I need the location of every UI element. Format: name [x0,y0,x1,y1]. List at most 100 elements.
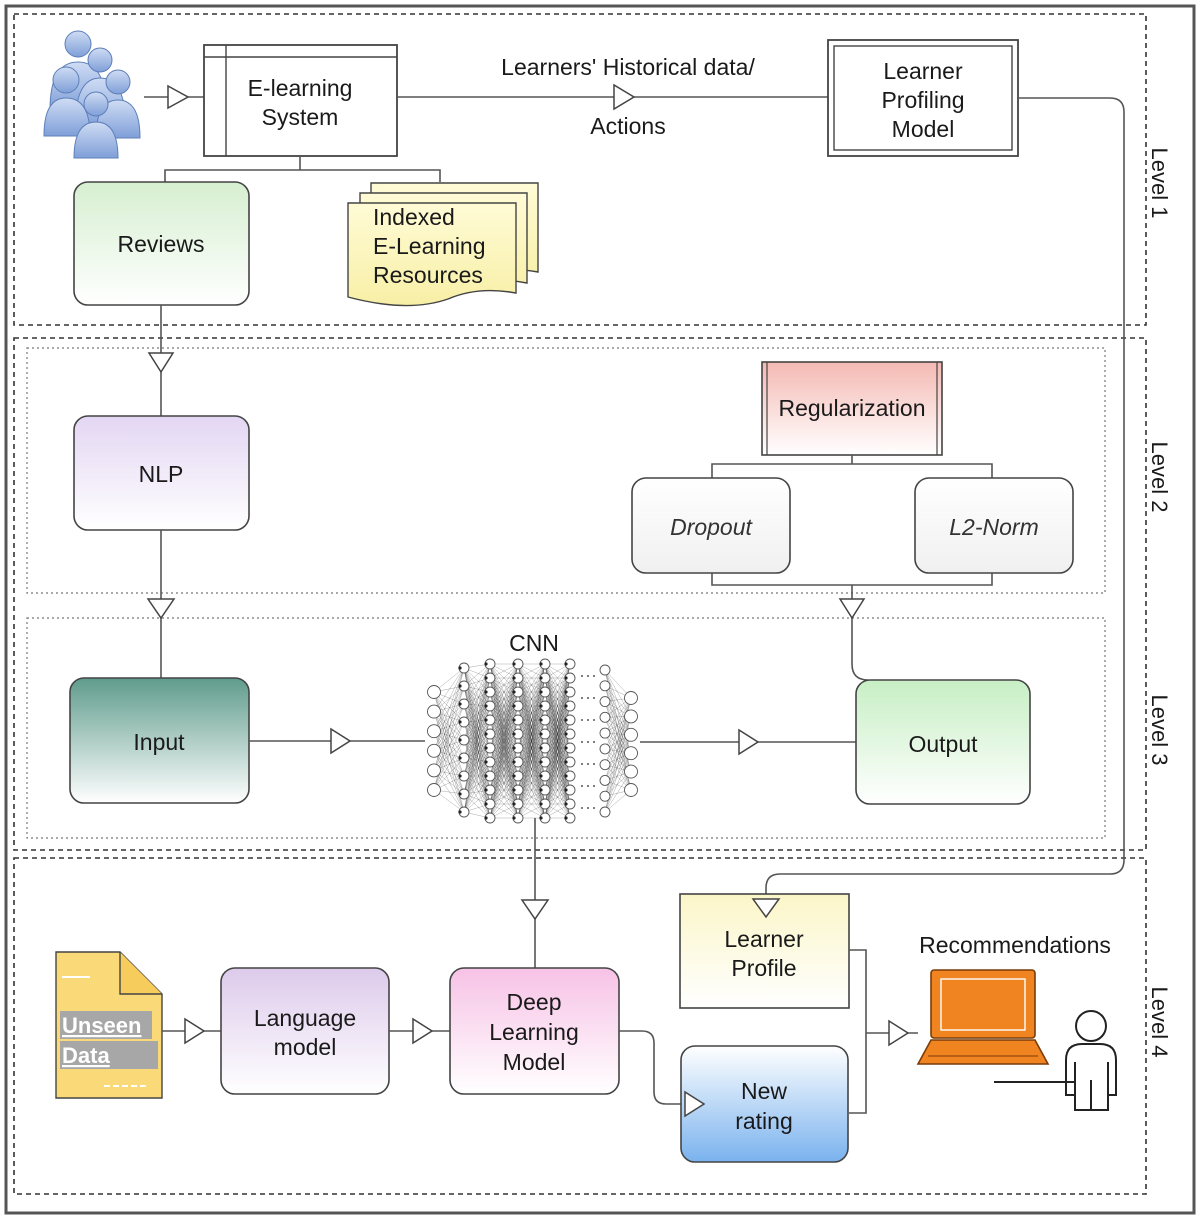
nn-node-dot [539,788,543,792]
nn-connection [489,663,519,805]
learner-profiling-label-3: Model [892,116,955,142]
nn-connection [463,761,491,795]
nn-node-dot [539,816,543,820]
nn-connection [517,663,546,777]
nn-connection [463,685,491,749]
nn-ellipsis-dot [593,763,595,765]
l2norm-box: L2-Norm [914,477,1074,574]
nn-connection [544,761,571,819]
nn-connection [604,716,632,765]
nn-node-dot [458,738,462,742]
nlp-label: NLP [139,461,184,487]
nn-connection [517,663,546,693]
nn-connection [463,761,491,813]
learner-profile-label-2: Profile [731,955,796,981]
nn-node [427,685,441,699]
reviews-box: Reviews [73,181,250,306]
connector-deep-rating [619,1030,682,1105]
nn-connection [489,663,519,693]
nn-connection [489,705,519,819]
nn-connection [604,717,632,791]
nn-connection [433,711,465,795]
nn-ellipsis-dot [587,763,589,765]
nn-node-dot [484,802,488,806]
nn-node [599,727,611,739]
nn-ellipsis-dot [593,741,595,743]
deep-learning-label-1: Deep [507,989,562,1015]
cnn-label: CNN [509,630,559,656]
nn-connection [433,711,465,759]
learner-profiling-label-1: Learner [883,58,963,84]
level-1-label: Level 1 [1147,148,1172,219]
input-label: Input [133,729,185,755]
arrow-language-deep [412,1017,434,1045]
nn-connection [463,719,491,777]
nn-node-dot [484,774,488,778]
nn-node [599,743,611,755]
nn-connection [463,775,491,819]
nn-connection [489,663,519,707]
language-model-box: Language model [220,967,390,1095]
nn-connection [517,677,546,819]
nn-ellipsis-dot [593,719,595,721]
nn-node [599,759,611,771]
nn-connection [517,663,546,721]
unseen-data-label-1: Unseen [62,1013,141,1038]
nn-connection [463,757,491,805]
nn-node [599,806,611,818]
nn-node-dot [512,690,516,694]
nn-node-dot [564,690,568,694]
nn-node-dot [512,788,516,792]
nn-connection [433,750,465,795]
nn-node-dot [512,746,516,750]
nn-node-dot [458,774,462,778]
nn-connection [463,663,491,795]
nn-connection [517,761,546,819]
nn-connection [463,757,491,819]
nn-node-dot [539,676,543,680]
nn-connection [433,739,465,771]
nn-connection [463,739,491,791]
person-icon [1065,1010,1117,1111]
nn-connection [517,691,546,819]
nn-connection [463,663,491,705]
level-3-label: Level 3 [1147,695,1172,766]
nn-node-dot [564,718,568,722]
dropout-box: Dropout [631,477,791,574]
nn-node-dot [539,746,543,750]
nn-node-dot [564,662,568,666]
nn-node-dot [564,774,568,778]
nn-node-dot [484,816,488,820]
learner-profile-box: Learner Profile [679,893,850,1009]
nn-node-dot [484,718,488,722]
nn-connection [544,691,571,819]
nn-node-dot [512,774,516,778]
connector-regularization-output [711,573,993,681]
nn-node-dot [458,756,462,760]
level-4-label: Level 4 [1147,987,1172,1058]
level-1-container [13,13,1147,326]
nn-node [624,746,638,761]
nn-ellipsis-dot [593,697,595,699]
arrow-regularization-output [838,598,866,620]
nn-node-dot [484,662,488,666]
nn-node-dot [484,690,488,694]
nn-connection [433,703,465,791]
nn-ellipsis-dot [593,807,595,809]
nn-connection [544,663,571,805]
nn-node-dot [458,666,462,670]
nn-connection [517,663,546,805]
nn-connection [517,663,546,707]
nn-node [624,764,638,779]
nn-ellipsis-dot [581,719,583,721]
nn-node-dot [512,732,516,736]
nn-node-dot [539,690,543,694]
users-group-icon [43,30,141,159]
nn-connection [544,663,571,721]
input-box: Input [69,677,250,804]
elearning-system-label-1: E-learning [248,75,353,101]
indexed-label-3: Resources [373,262,483,288]
nn-node [599,664,611,676]
nn-connection [463,721,491,777]
learner-profiling-label-2: Profiling [881,87,964,113]
